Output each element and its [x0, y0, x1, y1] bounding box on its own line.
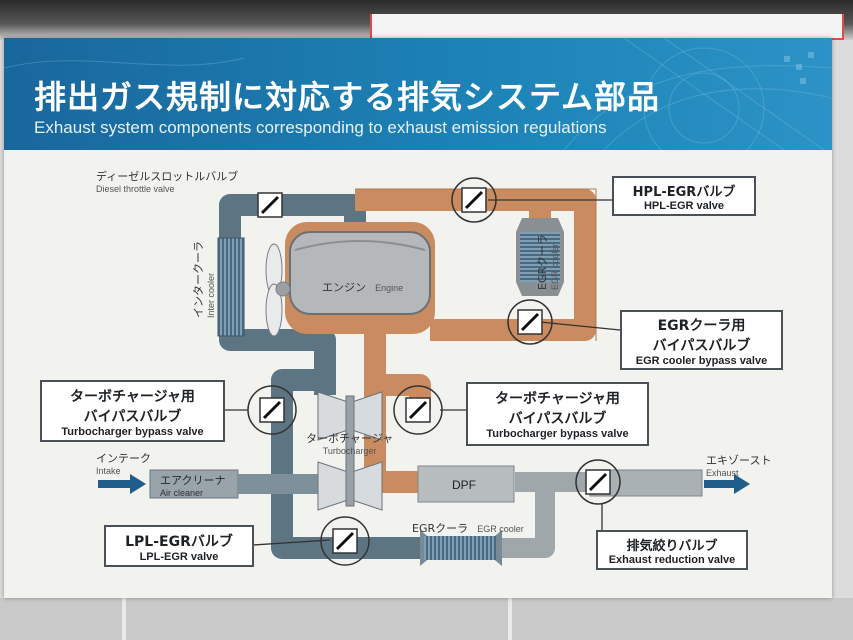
lpl-egr-valve — [320, 516, 370, 566]
hpl-egr-valve — [451, 177, 497, 223]
intake-piping — [219, 194, 450, 559]
callout-hpl-egr-valve: HPL-EGRバルブ HPL-EGR valve — [612, 176, 756, 216]
label-intake: インテーク Intake — [96, 452, 151, 476]
egr-cooler-lower — [420, 530, 502, 566]
egr-cooler-upper — [516, 218, 564, 296]
poster-stand-left — [122, 598, 126, 640]
title-banner: 排出ガス規制に対応する排気システム部品 Exhaust system compo… — [4, 38, 832, 150]
dpf-box — [417, 465, 515, 503]
exhaust-reduction-valve — [575, 459, 621, 505]
callout-egr-cooler-bypass-valve: EGRクーラ用 バイパスバルブ EGR cooler bypass valve — [620, 310, 783, 370]
turbo-bypass-valve-right — [393, 385, 443, 435]
label-inter-cooler: インタークーラ Inter cooler — [192, 241, 216, 318]
air-cleaner-box — [149, 469, 239, 499]
label-dpf: DPF — [452, 478, 476, 492]
downstream-piping — [500, 472, 590, 558]
throttle-valve — [257, 192, 283, 218]
title-japanese: 排出ガス規制に対応する排気システム部品 — [34, 78, 661, 116]
egr-bypass-valve — [507, 299, 553, 345]
engine — [285, 222, 435, 334]
floor — [0, 598, 853, 640]
label-egr-cooler-upper: EGRクーラ EGR cooler — [536, 233, 560, 290]
label-exhaust: エキゾースト Exhaust — [706, 454, 772, 478]
label-air-cleaner: エアクリーナ Air cleaner — [160, 474, 226, 498]
title-english: Exhaust system components corresponding … — [34, 118, 607, 137]
label-engine: エンジン Engine — [322, 281, 404, 294]
callout-exhaust-reduction-valve: 排気絞りバルブ Exhaust reduction valve — [596, 530, 748, 570]
turbocharger — [317, 391, 383, 511]
callout-turbocharger-bypass-valve-right: ターボチャージャ用 バイパスバルブ Turbocharger bypass va… — [466, 382, 649, 446]
fan — [265, 243, 291, 337]
label-turbocharger: ターボチャージャ Turbocharger — [306, 432, 394, 456]
label-egr-cooler-lower: EGRクーラ EGR cooler — [412, 522, 524, 535]
inter-cooler — [217, 237, 245, 337]
turbo-bypass-valve-left — [247, 385, 297, 435]
flow-arrows — [98, 474, 750, 494]
banner-decoration — [4, 38, 832, 150]
callout-lpl-egr-valve: LPL-EGRバルブ LPL-EGR valve — [104, 525, 254, 567]
label-diesel-throttle: ディーゼルスロットルバルブ Diesel throttle valve — [96, 170, 239, 194]
poster-stand-right — [508, 598, 512, 640]
callout-turbocharger-bypass-valve-left: ターボチャージャ用 バイパスバルブ Turbocharger bypass va… — [40, 380, 225, 442]
